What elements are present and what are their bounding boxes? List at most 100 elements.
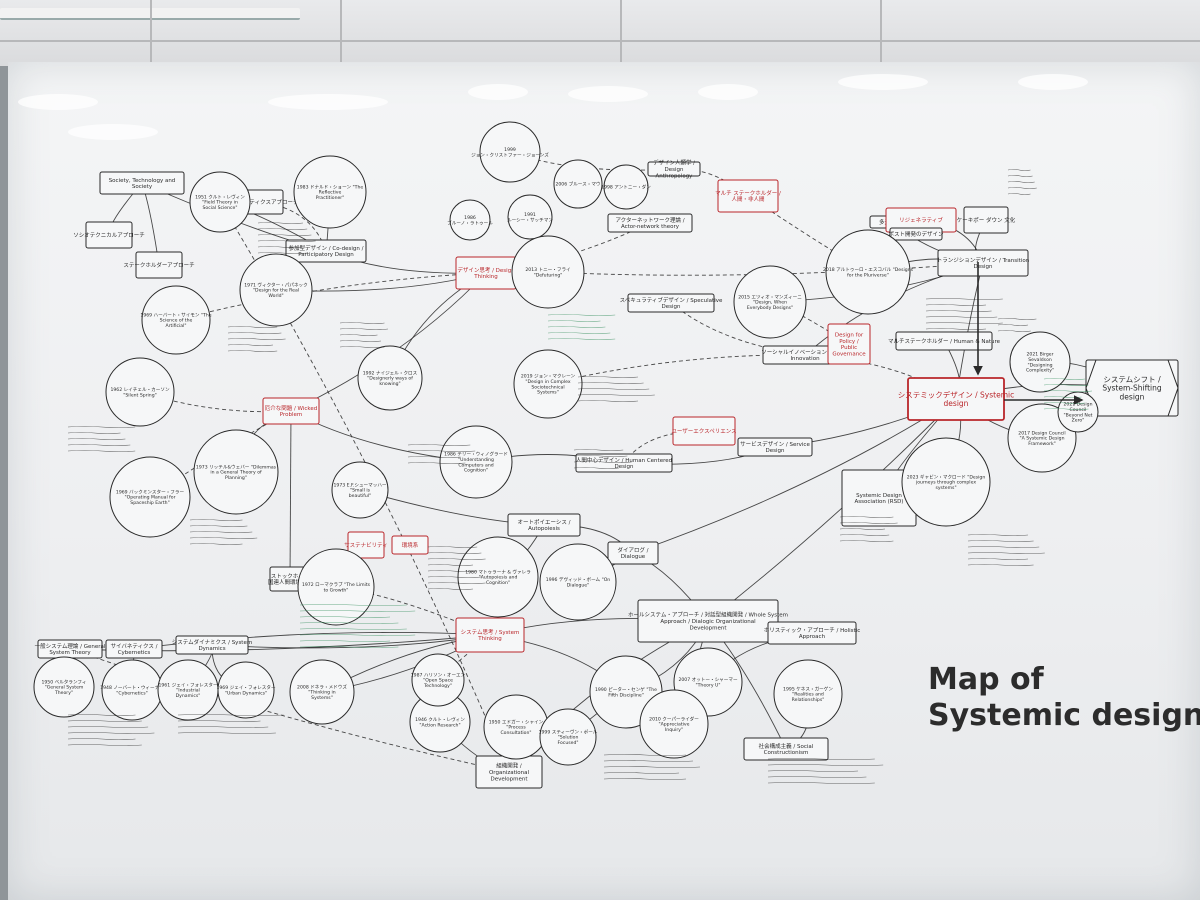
svg-text:サイバネティクス /: サイバネティクス / [111, 643, 158, 650]
svg-text:"Action Research": "Action Research" [419, 722, 460, 728]
svg-text:ホリスティック・アプローチ / Holistic: ホリスティック・アプローチ / Holistic [764, 627, 861, 634]
svg-text:1998 アントニー・ダン: 1998 アントニー・ダン [601, 184, 651, 191]
svg-text:ユーザーエクスペリエンス: ユーザーエクスペリエンス [671, 428, 736, 435]
svg-text:Dialogue: Dialogue [621, 554, 646, 560]
svg-text:"Silent Spring": "Silent Spring" [123, 392, 157, 398]
svg-text:Design: Design [665, 167, 685, 173]
node-box-multi: マルチ ステークホルダー /人間・非人間 [715, 179, 781, 213]
svg-text:1983 ドナルド・ショーン "The: 1983 ドナルド・ショーン "The [297, 184, 364, 190]
svg-text:Zero": Zero" [1072, 418, 1085, 424]
svg-text:1991: 1991 [524, 212, 536, 218]
svg-text:オートポイエーシス /: オートポイエーシス / [518, 519, 571, 526]
svg-text:システムダイナミクス / System: システムダイナミクス / System [172, 638, 252, 646]
node-circle-c29: 1946 クルト・レヴィン"Action Research" [409, 691, 471, 753]
svg-text:2006 ブルース・マウ: 2006 ブルース・マウ [555, 181, 600, 188]
node-circle-c8: 2006 ブルース・マウ [553, 159, 603, 209]
svg-text:2023 ギャビン・マクロード "Design: 2023 ギャビン・マクロード "Design [907, 473, 986, 480]
node-box-ux: ユーザーエクスペリエンス [671, 416, 737, 446]
svg-text:1996 デヴィッド・ボーム "On: 1996 デヴィッド・ボーム "On [546, 576, 611, 583]
svg-text:ルーシー・サッチマン: ルーシー・サッチマン [507, 217, 553, 223]
svg-text:Relationships": Relationships" [792, 697, 825, 703]
svg-text:2021 Design: 2021 Design [1063, 402, 1092, 408]
svg-text:Approach / Dialogic Organizati: Approach / Dialogic Organizational [660, 619, 756, 625]
connection-arrow [175, 270, 487, 321]
connection-arrow [632, 398, 957, 554]
svg-text:Spaceship Earth": Spaceship Earth" [130, 500, 169, 506]
node-circle-c4: 1971 ヴィクター・パパネック"Design for the RealWorl… [239, 253, 313, 327]
svg-text:ジョン・クリストファー・ジョーンズ: ジョン・クリストファー・ジョーンズ [471, 151, 549, 158]
node-box-catastrophe: ケーキポー ダウン 文化 [957, 206, 1016, 234]
map-title: Map of Systemic design [928, 662, 1200, 734]
svg-text:"Designerly ways of: "Designerly ways of [367, 376, 413, 382]
svg-text:環境系: 環境系 [402, 541, 419, 549]
ceiling [0, 0, 1200, 70]
svg-text:マルチ ステークホルダー /: マルチ ステークホルダー / [715, 189, 781, 197]
wall-edge [0, 66, 10, 900]
node-circle-c13: 1962 レイチェル・カーソン"Silent Spring" [105, 357, 175, 427]
svg-text:"Theory U": "Theory U" [695, 682, 720, 688]
svg-text:2013 トニー・フライ: 2013 トニー・フライ [525, 267, 570, 273]
svg-text:Dialogue": Dialogue" [567, 582, 589, 588]
svg-text:Innovation: Innovation [790, 356, 820, 362]
svg-text:システムシフト /: システムシフト / [1103, 375, 1161, 384]
svg-text:2007 オットー・シャーマー: 2007 オットー・シャーマー [678, 677, 737, 683]
svg-text:Science of the: Science of the [160, 318, 193, 324]
svg-text:ストックホルム: ストックホルム [271, 573, 310, 580]
node-box-dialogue: ダイアログ /Dialogue [607, 541, 659, 565]
node-box-cybernetic: サイバネティクスアプローチ [228, 189, 298, 215]
node-box-kanryo: 環境系 [391, 535, 429, 555]
svg-text:国連人間環境会議: 国連人間環境会議 [268, 578, 313, 586]
svg-text:to Growth": to Growth" [324, 587, 349, 593]
node-box-stakeholder: ステークホルダーアプローチ [123, 251, 195, 279]
svg-text:Dynamics": Dynamics" [176, 693, 201, 699]
svg-text:in a General Theory of: in a General Theory of [210, 470, 262, 476]
svg-text:Focused": Focused" [558, 740, 579, 746]
node-circle-c17: 2019 ジョン・マクレーン"Design in ComplexSociotec… [513, 349, 583, 419]
svg-text:Public: Public [841, 345, 857, 351]
svg-text:1950 エドガー・シャイン: 1950 エドガー・シャイン [489, 718, 544, 725]
svg-text:System-Shifting: System-Shifting [1102, 384, 1162, 393]
node-circle-c15: 1969 バックミンスター・フラー"Operating Manual forSp… [109, 456, 191, 538]
svg-text:"Process: "Process [506, 725, 526, 731]
svg-text:System Theory: System Theory [49, 650, 91, 656]
svg-text:for the Pluriverse": for the Pluriverse" [847, 272, 889, 278]
svg-text:システミックデザイン / Systemic: システミックデザイン / Systemic [898, 389, 1014, 399]
node-circle-c24: 1948 ノーバート・ウィーナー"Cybernetics" [100, 659, 164, 721]
svg-text:Theory": Theory" [54, 690, 73, 696]
svg-text:Approach: Approach [799, 634, 826, 640]
svg-text:Design: Design [662, 304, 682, 310]
svg-text:1987 ハリソン・オーエン: 1987 ハリソン・オーエン [411, 672, 466, 678]
node-box-codesign: 参加型デザイン / Co-design /Participatory Desig… [285, 239, 367, 263]
svg-text:"Designing: "Designing [1027, 362, 1052, 368]
svg-text:Governance: Governance [832, 351, 866, 357]
svg-text:Organizational: Organizational [489, 770, 530, 776]
svg-text:参加型デザイン / Co-design /: 参加型デザイン / Co-design / [289, 244, 364, 252]
svg-text:Sevaldson: Sevaldson [1028, 357, 1052, 363]
svg-text:Computers and: Computers and [458, 462, 493, 468]
svg-text:"Solution: "Solution [558, 735, 579, 741]
svg-text:一般システム理論 / General: 一般システム理論 / General [35, 642, 106, 650]
svg-text:2008 ドネラ・メドウズ: 2008 ドネラ・メドウズ [297, 683, 347, 690]
svg-text:Design: Design [974, 264, 994, 270]
node-circle-c26: 1969 ジェイ・フォレスター"Urban Dynamics" [216, 661, 276, 719]
node-circle-c32: 1995 ケネス・ガーゲン"Realities andRelationships… [773, 659, 843, 729]
svg-text:2018 アルトゥーロ・エスコバル "Designs: 2018 アルトゥーロ・エスコバル "Designs [823, 267, 914, 273]
node-box-wholesystem: ホールシステム・アプローチ / 対話型組織開発 / Whole SystemAp… [628, 599, 788, 643]
svg-text:1969 バックミンスター・フラー: 1969 バックミンスター・フラー [116, 488, 185, 495]
svg-text:"Open Space: "Open Space [423, 678, 453, 684]
svg-text:Autopoiesis: Autopoiesis [528, 526, 560, 532]
svg-text:Development: Development [689, 625, 727, 631]
svg-text:2017 Design Council: 2017 Design Council [1018, 430, 1065, 436]
node-circle-c37: 2017 Design Council"A Systemic DesignFra… [1007, 403, 1077, 473]
svg-text:1973 リッテル&ウェバー "Dilemmas: 1973 リッテル&ウェバー "Dilemmas [196, 463, 277, 470]
